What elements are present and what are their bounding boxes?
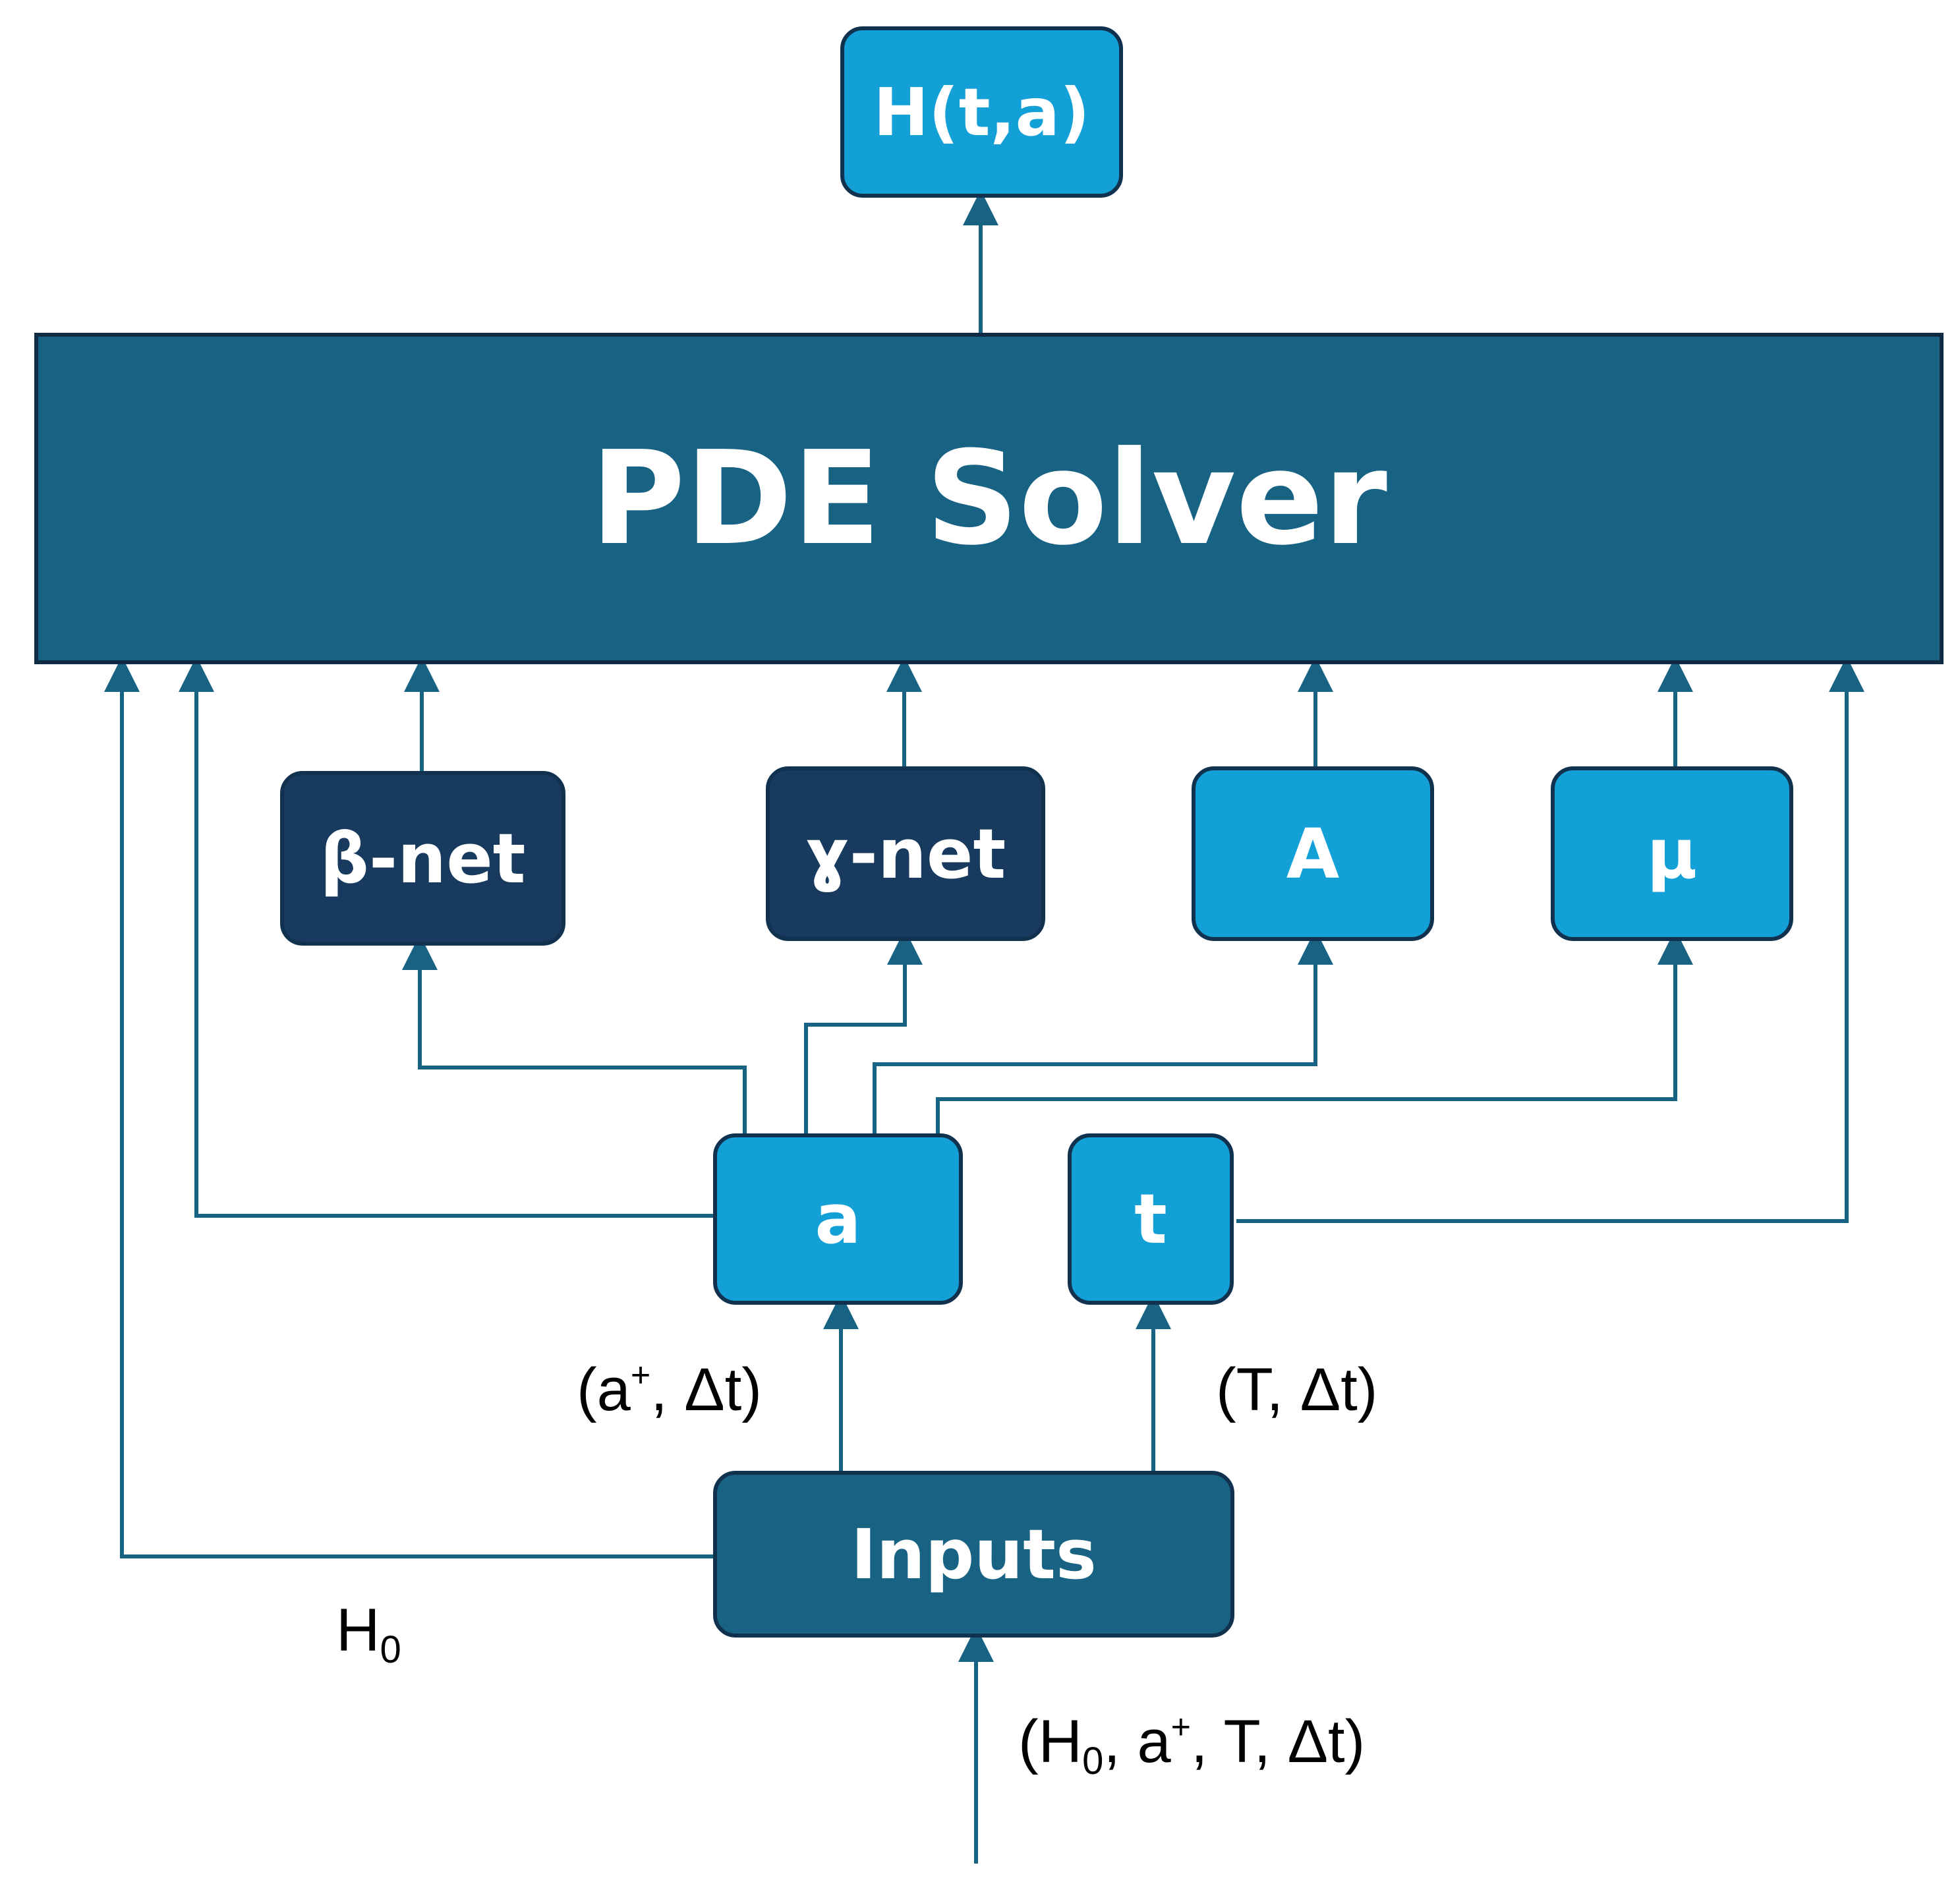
main-input-label: (H0, a+, T, Δt) [1018,1708,1366,1782]
arrow-a-to-beta [402,934,747,1133]
a-node: a [713,1133,963,1305]
arrow-t-to-solver [1236,656,1864,1223]
arrow-a-to-solver [179,656,715,1218]
beta-net-node: β-net [280,771,565,946]
mu-label: μ [1646,813,1698,894]
gamma-net-node: ɣ-net [766,766,1045,941]
a-label: a [815,1179,861,1259]
arrow-a-to-gamma [804,929,923,1133]
pde-solver-label: PDE Solver [591,423,1387,574]
t-label: t [1134,1179,1167,1259]
A-label: A [1286,813,1340,894]
arrow-a-to-A [873,929,1333,1133]
a-input-label: (a+, Δt) [577,1356,762,1423]
A-node: A [1192,766,1434,941]
gamma-net-label: ɣ-net [805,813,1006,894]
pde-solver-block: PDE Solver [34,333,1944,664]
arrow-a-to-mu [936,929,1693,1133]
t-input-label: (T, Δt) [1216,1356,1378,1423]
t-node: t [1068,1133,1234,1305]
inputs-node: Inputs [713,1471,1234,1638]
mu-node: μ [1551,766,1793,941]
output-node: H(t,a) [840,26,1123,198]
inputs-label: Inputs [851,1514,1097,1595]
beta-net-label: β-net [320,818,526,899]
output-node-label: H(t,a) [873,73,1090,151]
arrow-h0-to-solver [104,656,715,1558]
h0-label: H0 [336,1597,401,1671]
